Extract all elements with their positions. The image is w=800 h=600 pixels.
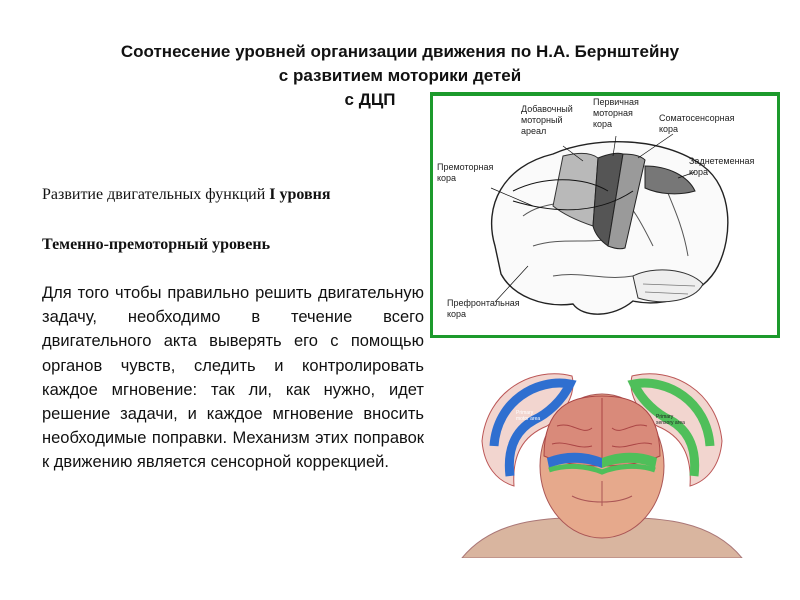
body-paragraph: Для того чтобы правильно решить двигател… <box>42 284 424 472</box>
label-primary-line1: Первичная <box>593 97 639 107</box>
level-subheading: Теменно-премоторный уровень <box>42 236 271 253</box>
label-premotor-line1: Премоторная <box>437 162 493 172</box>
cortex-diagram-figure: Добавочный моторный ареал Первичная мото… <box>430 92 780 338</box>
cortex-diagram-svg: Добавочный моторный ареал Первичная мото… <box>437 97 755 319</box>
sensory-area-label-line1: Primary <box>656 414 674 420</box>
somatosensory-area <box>607 153 646 250</box>
level-heading: Развитие двигательных функций I уровня <box>42 186 331 204</box>
motor-band-head <box>547 452 602 468</box>
label-primary-line2: моторная <box>593 108 633 118</box>
head-cortex-svg: Primary motor area Primary sensory area <box>460 373 744 559</box>
label-supplementary-line1: Добавочный <box>521 104 573 114</box>
page-title: Соотнесение уровней организации движения… <box>0 40 800 112</box>
label-parietal-line1: Заднетеменная <box>689 156 755 166</box>
head-cortex-figure: Primary motor area Primary sensory area <box>452 346 752 559</box>
sensory-area-band <box>627 378 715 477</box>
title-line-3: с ДЦП <box>344 90 396 109</box>
title-line-1: Соотнесение уровней организации движения… <box>120 42 680 61</box>
motor-area-label-line2: motor area <box>516 416 540 422</box>
label-somatosensory-line2: кора <box>659 124 678 134</box>
label-parietal-line2: кора <box>689 167 708 177</box>
label-somatosensory-line1: Соматосенсорная <box>659 113 735 123</box>
sensory-area-label-line2: sensory area <box>656 420 685 426</box>
level-heading-bold: I уровня <box>269 186 331 203</box>
label-prefrontal-line2: кора <box>447 309 466 319</box>
label-supplementary-line2: моторный <box>521 115 563 125</box>
motor-area-band <box>489 378 577 477</box>
label-premotor-line2: кора <box>437 173 456 183</box>
motor-area-label-line1: Primary <box>516 410 534 416</box>
label-prefrontal-line1: Префронтальная <box>447 298 520 308</box>
title-line-2: с развитием моторики детей <box>278 66 522 85</box>
label-primary-line3: кора <box>593 119 612 129</box>
label-supplementary-line3: ареал <box>521 126 546 136</box>
level-heading-prefix: Развитие двигательных функций <box>42 186 270 203</box>
sensory-band-head <box>602 452 657 468</box>
posterior-parietal-area <box>644 165 696 195</box>
